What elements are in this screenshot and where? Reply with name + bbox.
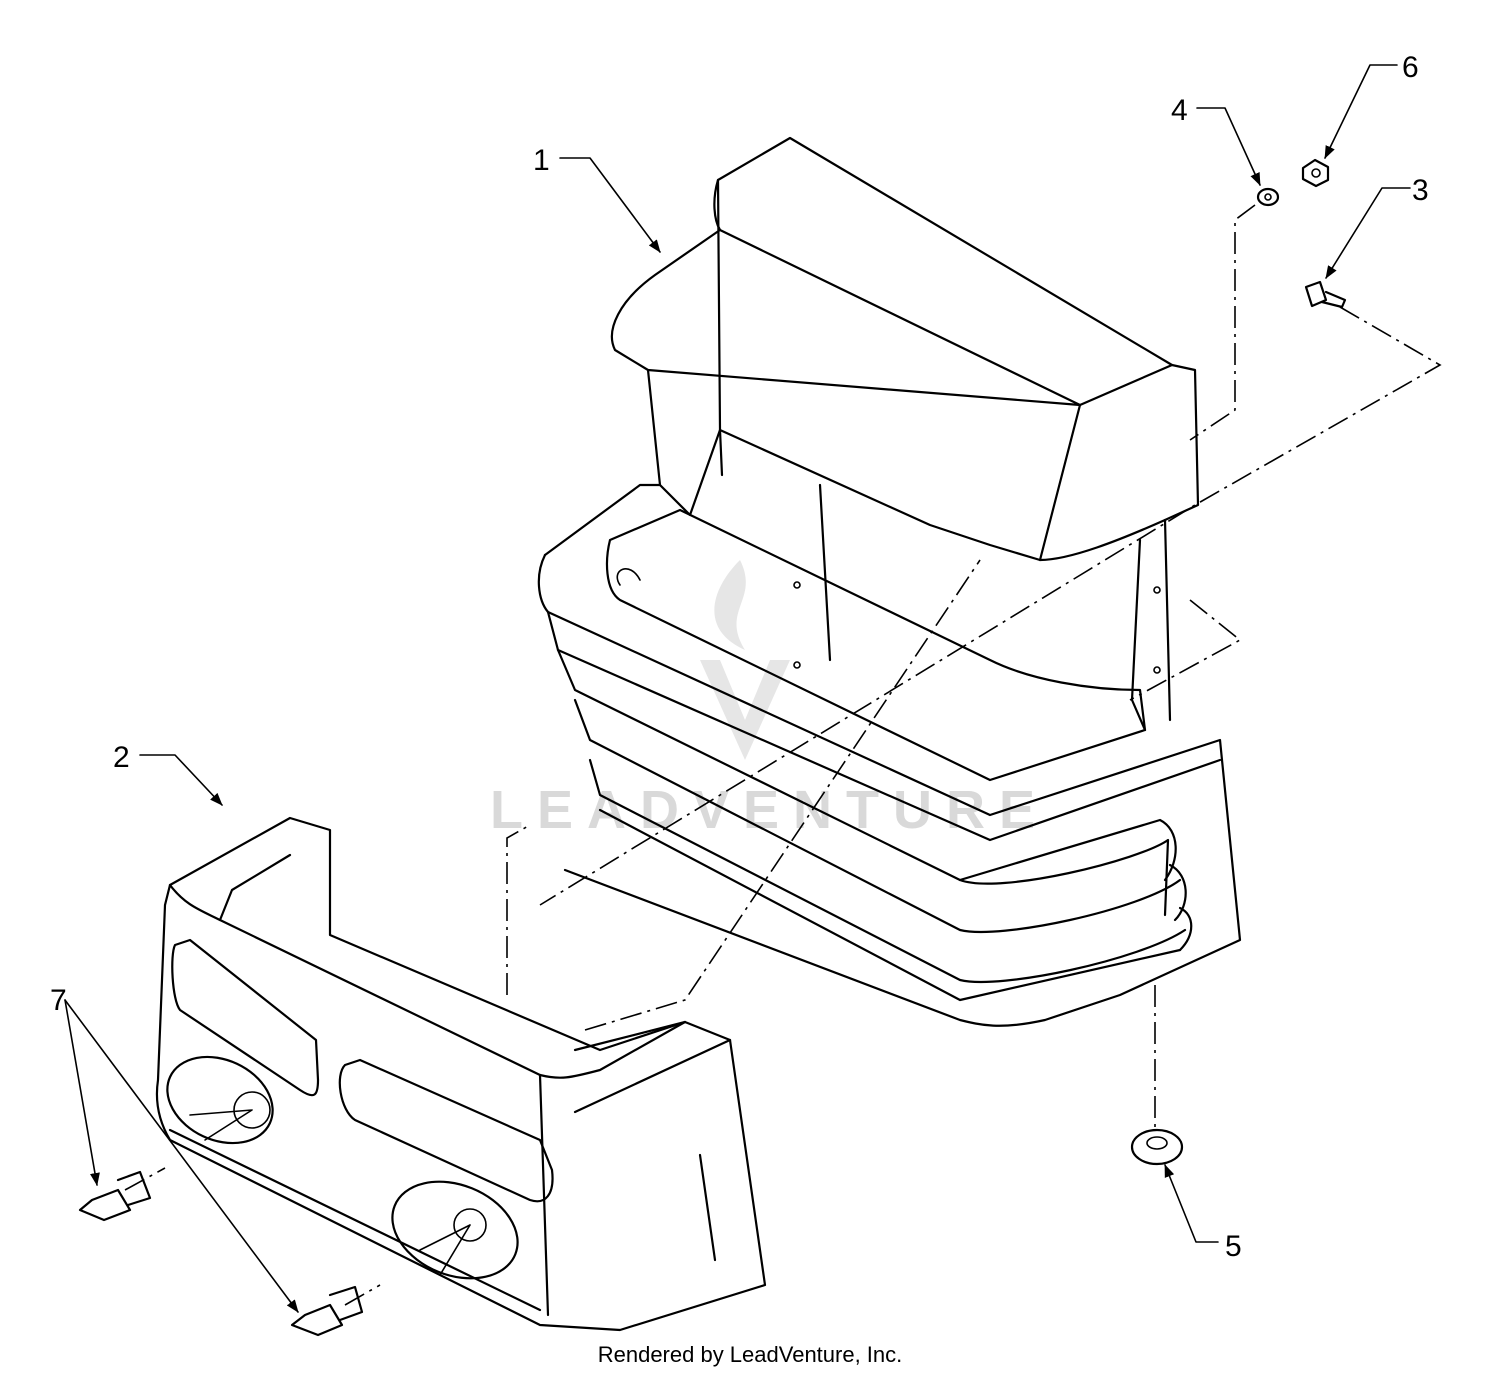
bulb-part-7b <box>290 1285 364 1337</box>
assembly-lines <box>124 204 1442 1306</box>
hood-part <box>610 136 1200 732</box>
watermark: LEADVENTURE <box>490 560 1049 840</box>
callout-1: 1 <box>533 144 550 177</box>
callout-5: 5 <box>1225 1230 1242 1263</box>
callout-labels: 1 2 3 4 5 6 7 <box>50 51 1429 1263</box>
callout-7: 7 <box>50 984 67 1017</box>
nut-part-6 <box>1301 158 1330 188</box>
grommet-part-5 <box>1130 1128 1184 1166</box>
grille-body-part <box>537 483 1242 1027</box>
watermark-logo-icon <box>700 660 790 760</box>
callout-leaders <box>64 64 1411 1313</box>
callout-4: 4 <box>1171 94 1188 127</box>
callout-6: 6 <box>1402 51 1419 84</box>
front-panel-part <box>155 816 767 1332</box>
callout-3: 3 <box>1412 174 1429 207</box>
screw-part-3 <box>1304 280 1347 309</box>
washer-part-4 <box>1256 187 1280 207</box>
bulb-part-7a <box>78 1170 152 1222</box>
footer-credit: Rendered by LeadVenture, Inc. <box>597 1342 903 1367</box>
callout-2: 2 <box>113 741 130 774</box>
watermark-text: LEADVENTURE <box>490 780 1049 840</box>
